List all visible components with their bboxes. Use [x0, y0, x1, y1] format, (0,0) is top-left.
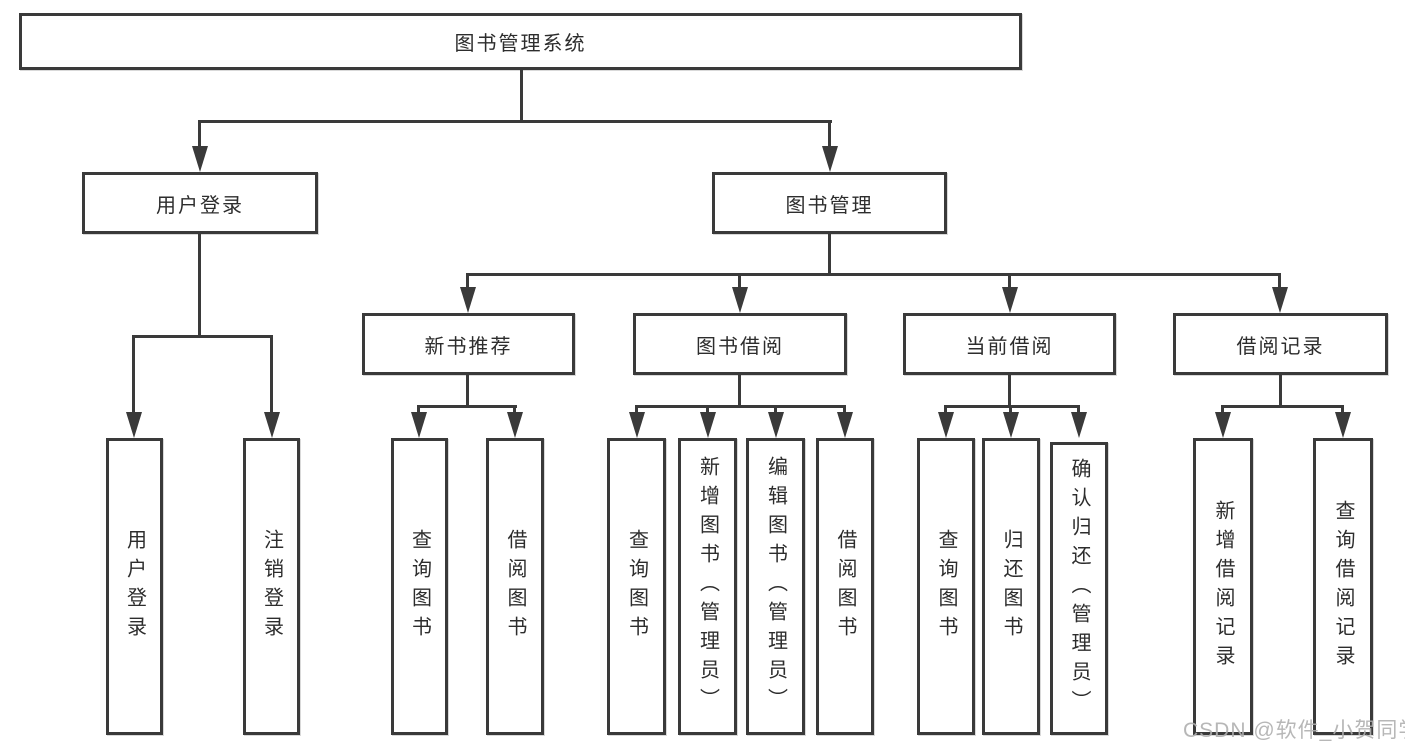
connector-line	[270, 335, 273, 414]
connector-line	[738, 375, 741, 408]
leaf-return-books: 归还图书	[982, 438, 1040, 735]
leaf-query-borrow-record: 查询借阅记录	[1313, 438, 1373, 735]
leaf-edit-books-admin: 编辑图书（管理员）	[746, 438, 805, 735]
arrow-down-icon	[629, 412, 645, 438]
connector-line	[1009, 405, 1012, 415]
connector-line	[1221, 405, 1344, 408]
leaf-label: 归还图书	[1000, 528, 1022, 645]
connector-line	[417, 405, 420, 415]
arrow-down-icon	[126, 412, 142, 438]
leaf-confirm-return-admin: 确认归还（管理员）	[1050, 442, 1108, 735]
leaf-label: 借阅图书	[834, 528, 856, 645]
connector-line	[1008, 273, 1011, 291]
connector-line	[132, 335, 135, 414]
node-new-book-recommend: 新书推荐	[362, 313, 575, 375]
leaf-borrow-books: 借阅图书	[816, 438, 874, 735]
leaf-query-books-borrowing: 查询图书	[607, 438, 666, 735]
connector-line	[520, 70, 523, 122]
leaf-label: 确认归还（管理员）	[1068, 458, 1090, 719]
node-label: 当前借阅	[965, 335, 1054, 358]
arrow-down-icon	[837, 412, 853, 438]
connector-line	[635, 405, 638, 415]
node-label: 图书管理系统	[454, 33, 587, 55]
node-label: 图书管理	[785, 194, 874, 217]
arrow-down-icon	[460, 287, 476, 313]
connector-line	[635, 405, 846, 408]
arrow-down-icon	[732, 287, 748, 313]
node-label: 图书借阅	[696, 335, 784, 358]
leaf-label: 查询图书	[625, 528, 648, 645]
leaf-user-login: 用户登录	[106, 438, 163, 735]
arrow-down-icon	[411, 412, 427, 438]
connector-line	[1341, 405, 1344, 415]
connector-line	[706, 405, 709, 415]
csdn-watermark: CSDN @软件_小贺同学	[1183, 719, 1405, 742]
connector-line	[774, 405, 777, 415]
leaf-label: 新增图书（管理员）	[696, 456, 719, 717]
arrow-down-icon	[1215, 412, 1231, 438]
leaf-label: 新增借阅记录	[1212, 499, 1234, 674]
connector-line	[466, 375, 469, 408]
arrow-down-icon	[822, 146, 838, 172]
leaf-label: 注销登录	[260, 528, 283, 645]
leaf-add-books-admin: 新增图书（管理员）	[678, 438, 737, 735]
node-book-borrowing: 图书借阅	[633, 313, 847, 375]
connector-line	[198, 120, 201, 148]
connector-line	[1221, 405, 1224, 415]
connector-line	[513, 405, 516, 415]
arrow-down-icon	[768, 412, 784, 438]
arrow-down-icon	[938, 412, 954, 438]
connector-line	[1278, 273, 1281, 291]
leaf-add-borrow-record: 新增借阅记录	[1193, 438, 1253, 735]
leaf-label: 查询图书	[935, 528, 957, 645]
node-library-management-system: 图书管理系统	[19, 13, 1022, 70]
connector-line	[198, 120, 832, 123]
connector-line	[1279, 375, 1282, 408]
connector-line	[132, 335, 273, 338]
arrow-down-icon	[507, 412, 523, 438]
leaf-label: 用户登录	[123, 528, 146, 645]
node-user-login: 用户登录	[82, 172, 318, 234]
connector-line	[417, 405, 517, 408]
connector-line	[466, 273, 1281, 276]
node-current-borrowing: 当前借阅	[903, 313, 1116, 375]
node-book-management: 图书管理	[712, 172, 947, 234]
connector-line	[843, 405, 846, 415]
leaf-label: 查询借阅记录	[1332, 499, 1354, 674]
connector-line	[944, 405, 947, 415]
leaf-logout: 注销登录	[243, 438, 300, 735]
leaf-borrow-books-recommend: 借阅图书	[486, 438, 544, 735]
arrow-down-icon	[192, 146, 208, 172]
node-label: 新书推荐	[424, 335, 513, 358]
arrow-down-icon	[1071, 412, 1087, 438]
leaf-query-books-recommend: 查询图书	[391, 438, 448, 735]
leaf-label: 查询图书	[408, 528, 431, 645]
node-label: 用户登录	[156, 194, 244, 217]
node-label: 借阅记录	[1236, 335, 1325, 358]
connector-line	[466, 273, 469, 291]
leaf-label: 编辑图书（管理员）	[764, 456, 787, 717]
node-borrowing-records: 借阅记录	[1173, 313, 1388, 375]
arrow-down-icon	[264, 412, 280, 438]
connector-line	[828, 234, 831, 276]
connector-line	[1077, 405, 1080, 415]
arrow-down-icon	[700, 412, 716, 438]
arrow-down-icon	[1003, 412, 1019, 438]
arrow-down-icon	[1335, 412, 1351, 438]
connector-line	[944, 405, 1080, 408]
arrow-down-icon	[1272, 287, 1288, 313]
leaf-query-books-current: 查询图书	[917, 438, 975, 735]
connector-line	[1008, 375, 1011, 408]
arrow-down-icon	[1002, 287, 1018, 313]
connector-line	[198, 234, 201, 338]
connector-line	[738, 273, 741, 291]
leaf-label: 借阅图书	[504, 528, 526, 645]
connector-line	[828, 120, 831, 148]
